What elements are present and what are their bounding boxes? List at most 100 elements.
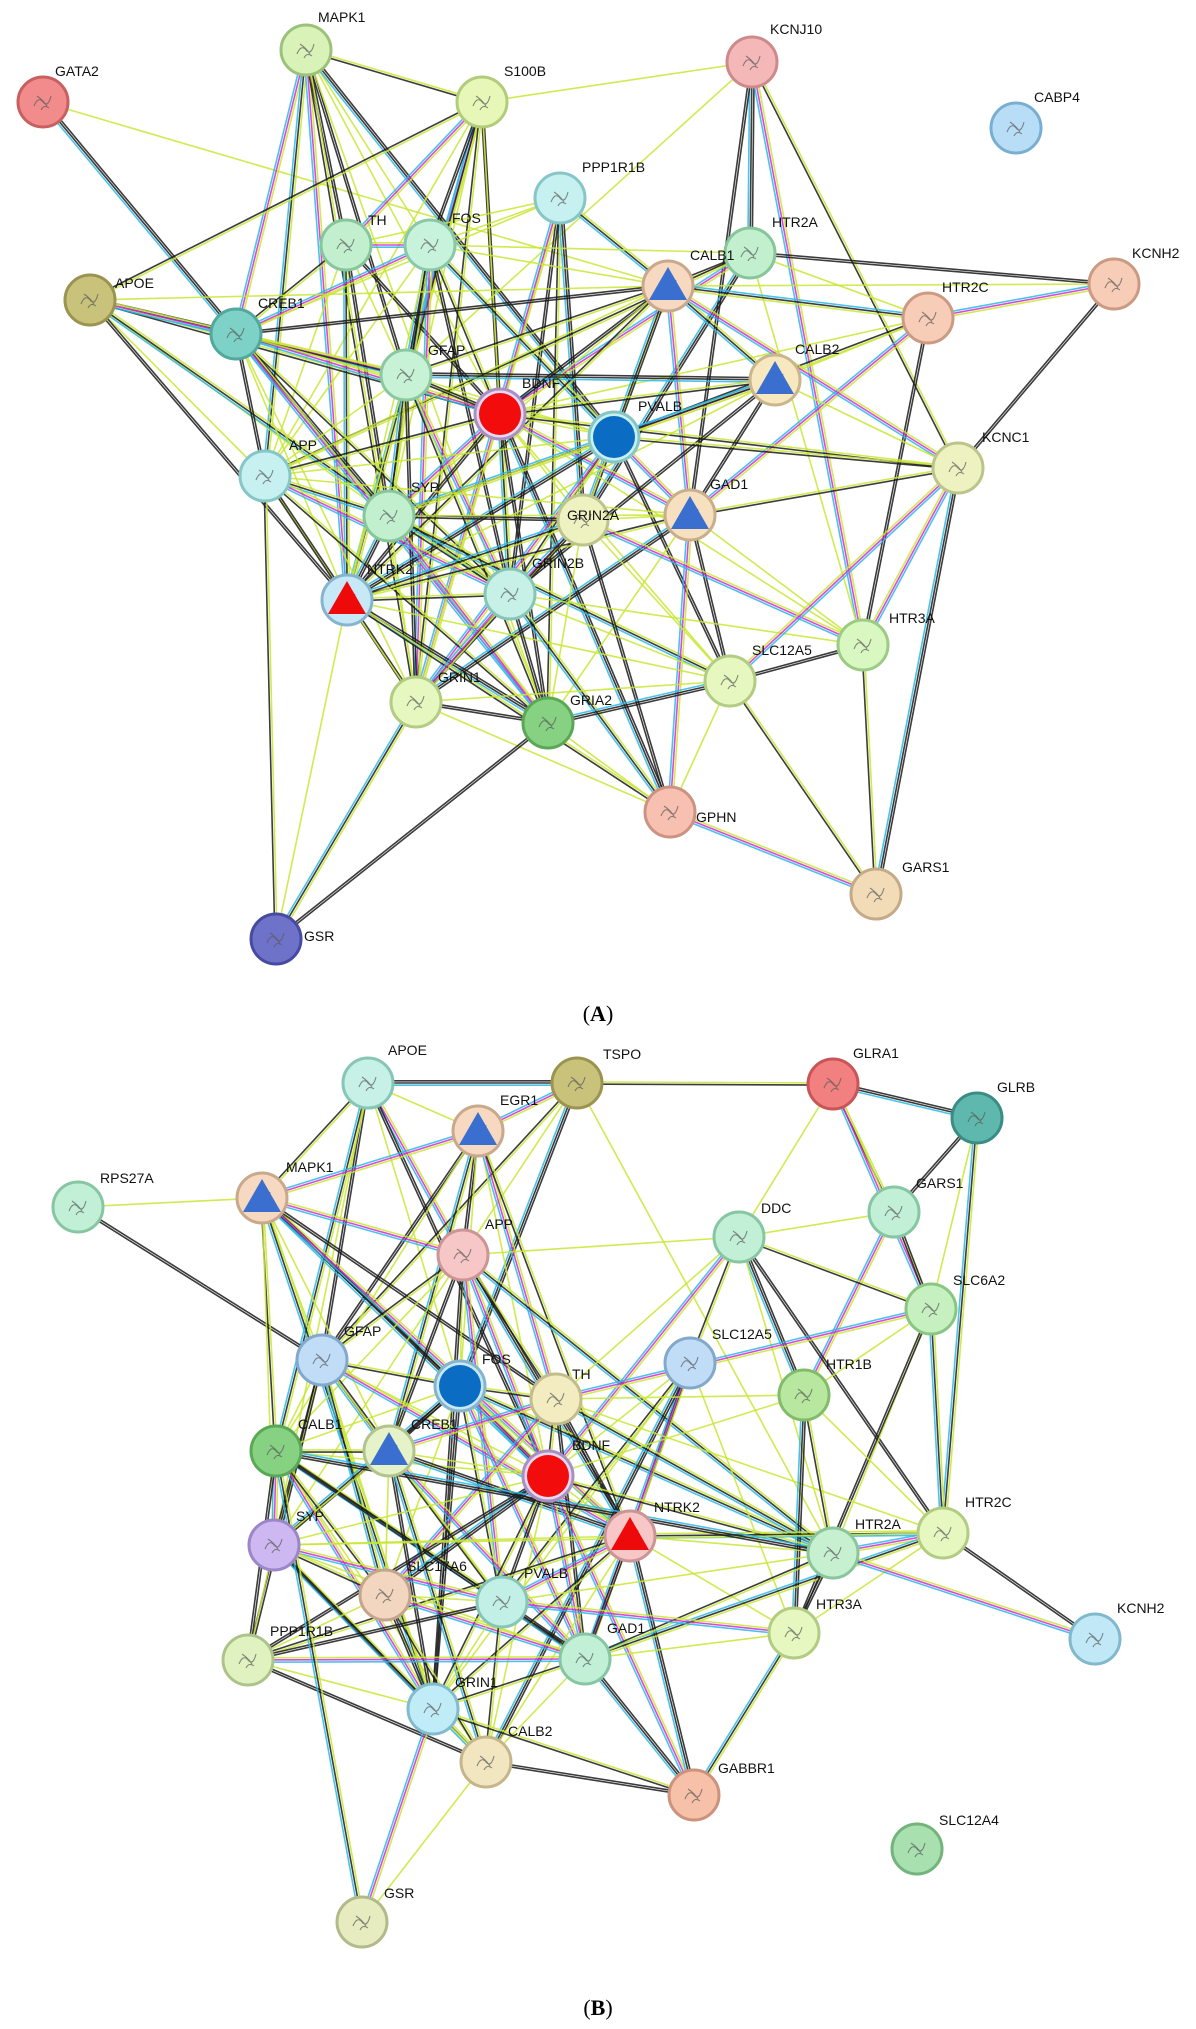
edge-gad1-gabbr1 [584,1658,695,1796]
edge-gad1-slc12a5 [688,515,730,682]
edge-mapk1-app [262,1195,464,1254]
edge-gfap-calb2 [405,376,775,383]
node-label: SLC6A2 [953,1272,1005,1288]
protein-structure-icon [68,1200,87,1216]
node-mapk1: MAPK1 [279,9,366,77]
edge-slc12a5-grin1 [432,1362,691,1710]
edge-calb2-grin2b [510,380,777,596]
protein-structure-icon [255,469,274,485]
node-gfap: GFAP [295,1323,381,1387]
edge-glrb-htr2c [940,1117,976,1533]
edge-gad1-ntrk2 [347,515,691,602]
edge-calb1-app [264,285,669,477]
edge-egr1-mapk1 [261,1130,479,1199]
edge-apoe-fos [367,1082,461,1387]
blue-triangle-marker [243,1179,281,1212]
edge-calb1-ntrk2 [347,286,670,602]
protein-structure-icon [1085,1632,1104,1648]
edge-creb1-gad1 [388,1450,586,1660]
edge-pvalb-ppp1r1b [248,1602,503,1662]
edge-ppp1r1b-gad1 [248,1660,586,1663]
edge-gfap-grin2b [403,375,509,596]
edge-htr1b-bdnf [547,1394,805,1477]
edge-ntrk2-ppp1r1b [247,1534,630,1660]
edge-creb1-bdnf [235,333,501,415]
edge-slc12a5-gars1 [728,681,876,896]
edge-rps27a-gfap [78,1205,324,1360]
edge-th-htr2a [555,1398,834,1554]
edge-gad1-gabbr1 [582,1659,693,1797]
edge-syp-gria2 [390,514,551,723]
edge-bdnf-gabbr1 [549,1474,697,1795]
protein-structure-icon [967,1111,986,1127]
edge-htr2c-kcnh2 [941,1533,1095,1641]
edge-mapk1-bdnf [259,1199,548,1479]
edge-egr1-gfap [320,1129,478,1360]
red-circle-marker [479,393,521,435]
blue-triangle-marker [671,496,709,529]
node-ppp1r1b: PPP1R1B [533,159,645,225]
node-label: GSR [384,1885,414,1901]
edge-fos-bdnf [430,244,502,414]
edge-bdnf-kcnc1 [500,412,959,468]
edge-egr1-creb1 [388,1130,479,1452]
node-label: SYP [411,479,439,495]
edge-ntrk2-gabbr1 [627,1536,693,1796]
node-app: APP [436,1216,513,1282]
edge-grin2a-gphn [581,520,670,813]
edge-kcnj10-htr3a [749,62,862,646]
protein-structure-icon [312,1353,331,1369]
edge-app-htr2a [462,1254,834,1554]
edge-htr2a-kcnh2 [749,253,1114,286]
protein-structure-icon [453,1248,472,1264]
edge-s100b-th [345,101,483,246]
protein-structure-icon [379,509,398,525]
node-ntrk2: NTRK2 [603,1499,700,1563]
protein-structure-icon [266,932,285,948]
edge-gria2-gsr [276,723,550,941]
edge-apoe-app [89,299,266,477]
edge-ddc-slc6a2 [738,1237,931,1311]
edge-calb1-ntrk2 [345,284,668,600]
edge-app-gfap [322,1255,465,1362]
edge-app-pvalb [464,1254,505,1602]
node-glra1: GLRA1 [806,1045,899,1111]
edge-calb1-grin1 [277,1449,436,1709]
edge-grin2a-ntrk2 [346,519,584,601]
edge-mapk1-fos [305,49,431,246]
edge-calb2-gsr [361,1761,487,1923]
edge-grin1-gphn [415,701,671,813]
edge-app-creb1 [387,1254,463,1451]
protein-structure-icon [794,1388,813,1404]
protein-structure-icon [358,1076,377,1092]
edge-bdnf-gabbr1 [545,1476,693,1797]
edge-gfap-grin1 [406,374,418,702]
node-label: GRIN2B [532,555,584,571]
edge-gad1-ntrk2 [346,513,690,600]
edge-syp-gria2 [386,516,547,725]
edge-htr2c-gad1 [584,1532,944,1660]
edge-app-th [461,1255,556,1401]
node-label: GAD1 [607,1620,645,1636]
protein-structure-icon [33,95,52,111]
node-label: GLRA1 [853,1045,899,1061]
edge-bdnf-gabbr1 [547,1475,695,1796]
node-ppp1r1b: PPP1R1B [221,1623,333,1687]
node-label: KCNC1 [982,429,1030,445]
protein-structure-icon [420,238,439,254]
edge-th-slc17a6 [386,1399,559,1597]
edge-htr2c-calb1 [667,285,929,319]
edge-fos-pvalb [431,242,617,437]
edge-fos-grin2b [430,244,512,594]
edge-fos-grin1 [433,1386,462,1710]
edge-htr1b-htr3a [795,1395,807,1634]
edge-s100b-syp [388,101,483,517]
edge-grin2a-htr3a [581,521,863,648]
edge-fos-grin2b [428,245,510,595]
edge-pvalb-app [264,436,615,477]
protein-structure-icon [550,191,569,207]
edge-egr1-calb1 [275,1130,479,1452]
protein-structure-icon [720,674,739,690]
edge-tspo-glra1 [577,1081,834,1084]
